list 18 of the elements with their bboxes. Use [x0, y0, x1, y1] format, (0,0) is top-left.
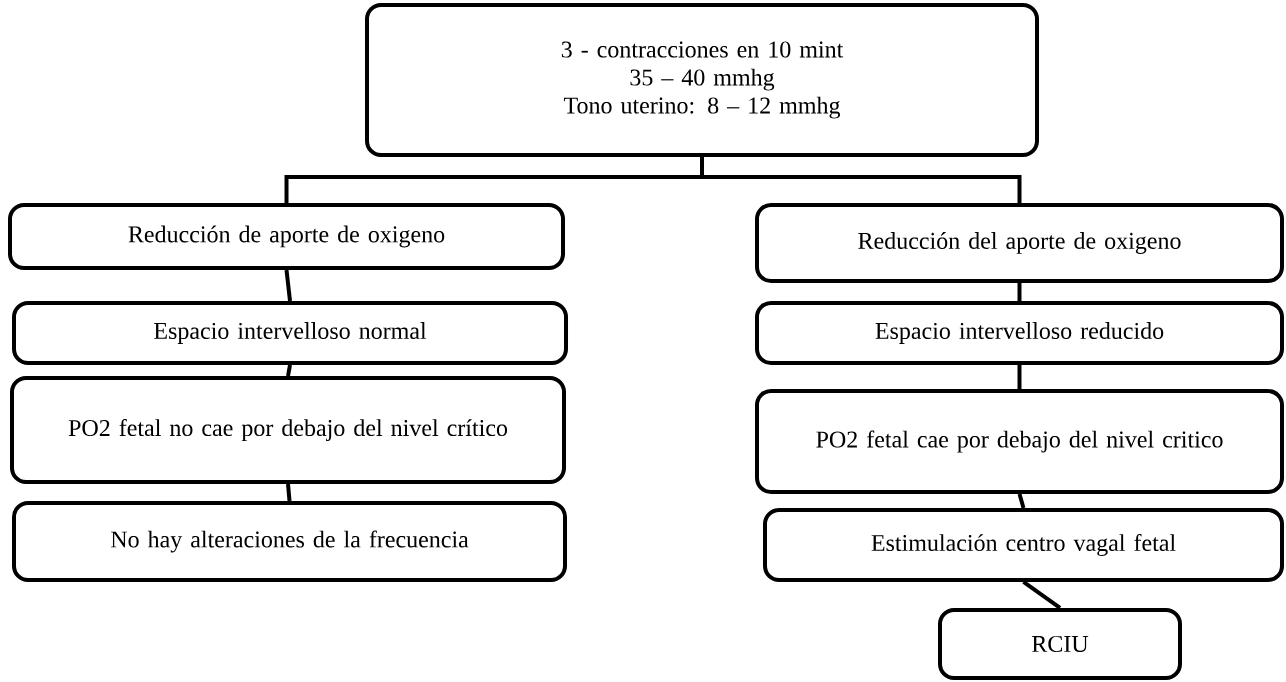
- connector-line: [286, 364, 292, 377]
- process-box: PO2 fetal no cae por debajo del nivel crítico: [10, 376, 566, 484]
- process-box: Reducción de aporte de oxigeno: [8, 203, 565, 270]
- process-box: RCIU: [938, 608, 1182, 680]
- process-box: Espacio intervelloso normal: [12, 301, 568, 365]
- process-box: Estimulación centro vagal fetal: [763, 508, 1284, 582]
- process-box: Espacio intervelloso reducido: [755, 301, 1284, 365]
- connector-line: [286, 483, 292, 502]
- process-box: 3 - contracciones en 10 mint 35 – 40 mmhg Tono uterino: 8 – 12 mmhg: [365, 3, 1039, 157]
- connector-line: [1022, 580, 1062, 610]
- connector-line: [284, 269, 292, 302]
- process-box: PO2 fetal cae por debajo del nivel critico: [755, 389, 1284, 494]
- process-box: No hay alteraciones de la frecuencia: [12, 501, 567, 582]
- connector-line: [1017, 365, 1022, 389]
- connector-line: [1017, 493, 1026, 509]
- connector-line: [1017, 283, 1022, 301]
- connector-line: [700, 157, 1022, 203]
- process-box: Reducción del aporte de oxigeno: [755, 203, 1284, 283]
